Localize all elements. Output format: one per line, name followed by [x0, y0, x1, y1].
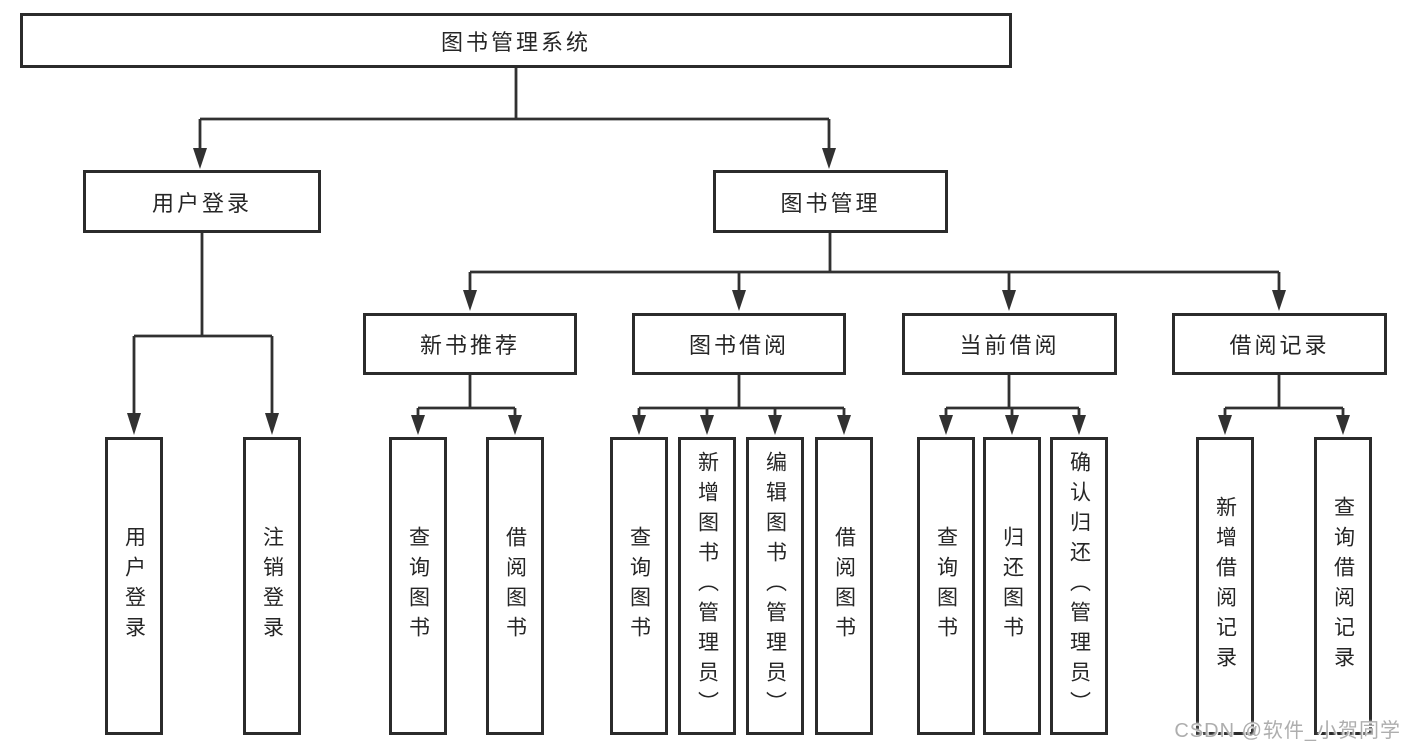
arrowhead: [463, 290, 477, 311]
leaf-confirm-return-admin: 确认归还（管理员）: [1050, 437, 1108, 735]
node-book-management: 图书管理: [713, 170, 948, 233]
edges-borrow-records-children: [1218, 375, 1350, 435]
arrowhead: [939, 415, 953, 435]
edges-book-management-children: [463, 233, 1286, 311]
arrowhead: [127, 413, 141, 435]
leaf-query-books-borrow: 查询图书: [610, 437, 668, 735]
leaf-borrow-books: 借阅图书: [815, 437, 873, 735]
arrowhead: [732, 290, 746, 311]
arrowhead: [265, 413, 279, 435]
arrowhead: [1218, 415, 1232, 435]
arrowhead: [1272, 290, 1286, 311]
node-root: 图书管理系统: [20, 13, 1012, 68]
arrowhead: [1336, 415, 1350, 435]
edges-book-borrow-children: [632, 375, 851, 435]
csdn-watermark: CSDN @软件_小贺同学: [1174, 720, 1401, 742]
arrowhead: [632, 415, 646, 435]
edges-user-login-children: [127, 233, 279, 435]
arrowhead: [193, 148, 207, 169]
arrowhead: [508, 415, 522, 435]
leaf-logout: 注销登录: [243, 437, 301, 735]
leaf-return-book: 归还图书: [983, 437, 1041, 735]
leaf-add-borrow-record: 新增借阅记录: [1196, 437, 1254, 735]
arrowhead: [768, 415, 782, 435]
node-user-login: 用户登录: [83, 170, 321, 233]
leaf-query-borrow-record: 查询借阅记录: [1314, 437, 1372, 735]
arrowhead: [1002, 290, 1016, 311]
leaf-borrow-books-recommend: 借阅图书: [486, 437, 544, 735]
leaf-add-book-admin: 新增图书（管理员）: [678, 437, 736, 735]
arrowhead: [1005, 415, 1019, 435]
node-book-borrow: 图书借阅: [632, 313, 846, 375]
node-current-borrow: 当前借阅: [902, 313, 1117, 375]
arrowhead: [700, 415, 714, 435]
edges-root-to-level2: [193, 68, 836, 169]
leaf-query-books-current: 查询图书: [917, 437, 975, 735]
arrowhead: [837, 415, 851, 435]
leaf-edit-book-admin: 编辑图书（管理员）: [746, 437, 804, 735]
arrowhead: [822, 148, 836, 169]
edges-current-borrow-children: [939, 375, 1086, 435]
leaf-query-books-recommend: 查询图书: [389, 437, 447, 735]
arrowhead: [1072, 415, 1086, 435]
edges-new-book-recommend-children: [411, 375, 522, 435]
node-borrow-records: 借阅记录: [1172, 313, 1387, 375]
node-new-book-recommend: 新书推荐: [363, 313, 577, 375]
arrowhead: [411, 415, 425, 435]
leaf-user-login: 用户登录: [105, 437, 163, 735]
